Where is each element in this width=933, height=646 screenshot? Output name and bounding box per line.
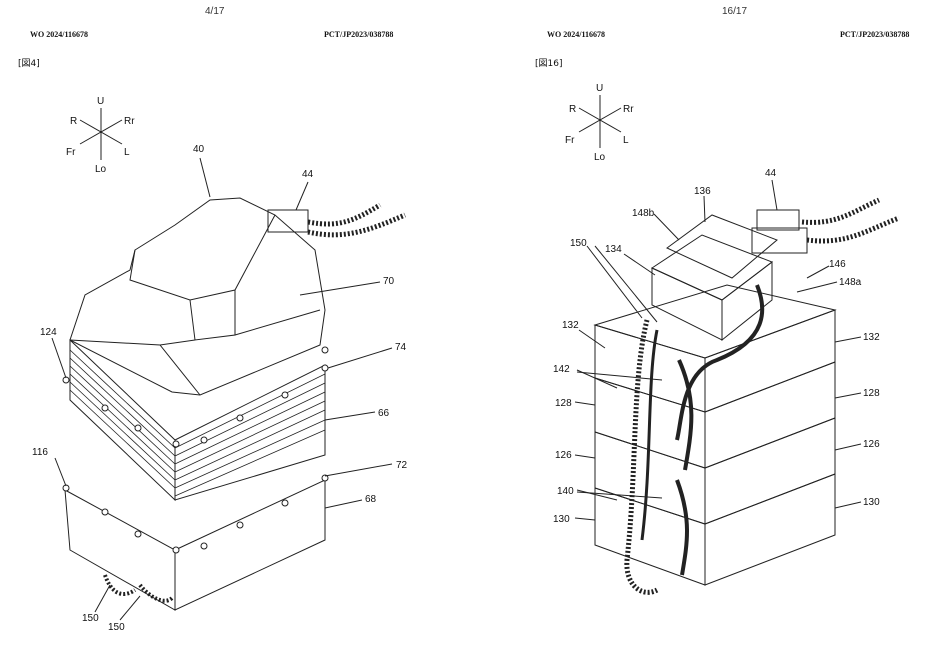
ref-72: 72 bbox=[396, 460, 408, 471]
ref-128-left: 128 bbox=[555, 398, 572, 409]
ref-136: 136 bbox=[694, 186, 711, 197]
ref-134: 134 bbox=[605, 244, 622, 255]
dir-rear: Rr bbox=[623, 104, 634, 115]
ref-44: 44 bbox=[765, 168, 777, 179]
ref-124: 124 bbox=[40, 327, 57, 338]
ref-142: 142 bbox=[553, 364, 570, 375]
ref-150: 150 bbox=[570, 238, 587, 249]
figure-16-drawing: U Lo Rr R Fr L 44 136 148b 150 134 146 1… bbox=[467, 0, 933, 646]
ref-66: 66 bbox=[378, 408, 390, 419]
dir-rear: Rr bbox=[124, 116, 135, 127]
ref-130-left: 130 bbox=[553, 514, 570, 525]
dir-r: R bbox=[70, 116, 77, 127]
ref-150-a: 150 bbox=[82, 613, 99, 624]
ref-130-right: 130 bbox=[863, 497, 880, 508]
ref-68: 68 bbox=[365, 494, 377, 505]
figure-4-drawing: U Lo Rr R Fr L 40 44 70 124 74 66 116 72… bbox=[0, 0, 466, 646]
dir-up: U bbox=[596, 83, 603, 94]
patent-page-right: 16/17 WO 2024/116678 PCT/JP2023/038788 [… bbox=[467, 0, 933, 646]
ref-148b: 148b bbox=[632, 208, 655, 219]
ref-140: 140 bbox=[557, 486, 574, 497]
device-136-top bbox=[667, 215, 777, 278]
dir-up: U bbox=[97, 96, 104, 107]
direction-indicator bbox=[579, 95, 621, 148]
ref-126-left: 126 bbox=[555, 450, 572, 461]
ref-70: 70 bbox=[383, 276, 395, 287]
ref-132-right: 132 bbox=[863, 332, 880, 343]
fin-stack-front bbox=[70, 340, 175, 500]
ref-126-right: 126 bbox=[863, 439, 880, 450]
dir-down: Lo bbox=[95, 164, 107, 175]
ref-74: 74 bbox=[395, 342, 407, 353]
ref-40: 40 bbox=[193, 144, 205, 155]
dir-down: Lo bbox=[594, 152, 606, 163]
ref-148a: 148a bbox=[839, 277, 862, 288]
dir-front: Fr bbox=[66, 147, 76, 158]
ref-146: 146 bbox=[829, 259, 846, 270]
ref-44: 44 bbox=[302, 169, 314, 180]
connector-44 bbox=[268, 210, 308, 232]
direction-indicator bbox=[80, 108, 122, 160]
ref-132-left: 132 bbox=[562, 320, 579, 331]
ref-150-b: 150 bbox=[108, 622, 125, 633]
patent-page-left: 4/17 WO 2024/116678 PCT/JP2023/038788 [図… bbox=[0, 0, 466, 646]
dir-l: L bbox=[124, 147, 130, 158]
ref-116: 116 bbox=[32, 447, 48, 458]
top-cover bbox=[70, 198, 325, 395]
dir-r: R bbox=[569, 104, 576, 115]
dir-front: Fr bbox=[565, 135, 575, 146]
dir-l: L bbox=[623, 135, 629, 146]
ref-128-right: 128 bbox=[863, 388, 880, 399]
